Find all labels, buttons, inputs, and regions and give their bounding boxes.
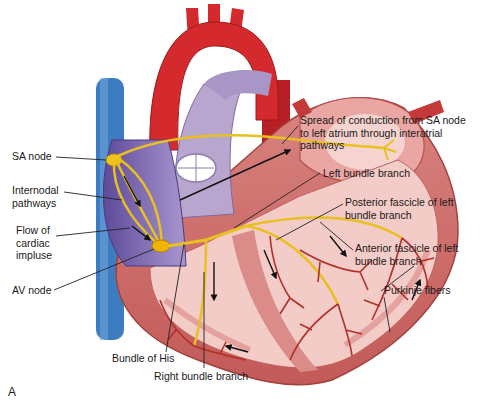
left-bundle-branch	[206, 226, 246, 240]
panel-letter: A	[8, 385, 28, 399]
leader-line	[282, 126, 298, 144]
flow-arrow	[213, 262, 214, 300]
part-label: Internodal pathways	[12, 184, 70, 209]
leader-line	[204, 272, 205, 368]
leader-line	[320, 222, 353, 250]
right-atrium	[103, 140, 186, 266]
internodal-pathway	[118, 158, 162, 244]
flow-arrow	[330, 236, 346, 256]
posterior-fascicle	[246, 226, 338, 304]
flow-arrow	[264, 250, 276, 278]
av-node	[152, 240, 170, 252]
part-label: Spread of conduction from SA node to lef…	[300, 114, 468, 152]
part-label: Anterior fascicle of left bundle branch	[355, 242, 467, 267]
part-label: Left bundle branch	[323, 167, 443, 180]
aortic-valve	[176, 154, 216, 182]
flow-arrow	[180, 150, 290, 200]
heart-muscle	[116, 98, 458, 385]
part-label: Flow of cardiac impluse	[16, 224, 62, 262]
flow-arrow	[124, 176, 140, 206]
pulmonary-artery	[204, 70, 272, 100]
flow-arrow	[132, 226, 150, 240]
leader-line	[234, 173, 320, 228]
leader-line	[64, 192, 122, 200]
leader-line	[166, 244, 184, 352]
interatrial-pathway-ends	[384, 140, 396, 160]
trabeculae	[165, 300, 250, 350]
part-label: Bundle of His	[112, 352, 202, 365]
part-label: AV node	[12, 284, 72, 297]
leader-line	[384, 297, 390, 332]
purkinje-fiber	[290, 304, 362, 360]
leader-line	[54, 249, 154, 290]
leader-line	[276, 204, 343, 240]
part-label: Posterior fascicle of left bundle branch	[345, 196, 457, 221]
part-label: Right bundle branch	[154, 370, 274, 383]
leader-line	[56, 228, 130, 236]
part-label: Purkinje fibers	[384, 284, 480, 297]
bundle-of-his	[168, 240, 206, 246]
leader-line	[56, 157, 106, 160]
part-label: SA node	[12, 150, 72, 163]
valve-cusps	[178, 154, 214, 182]
flow-arrow	[226, 346, 248, 352]
